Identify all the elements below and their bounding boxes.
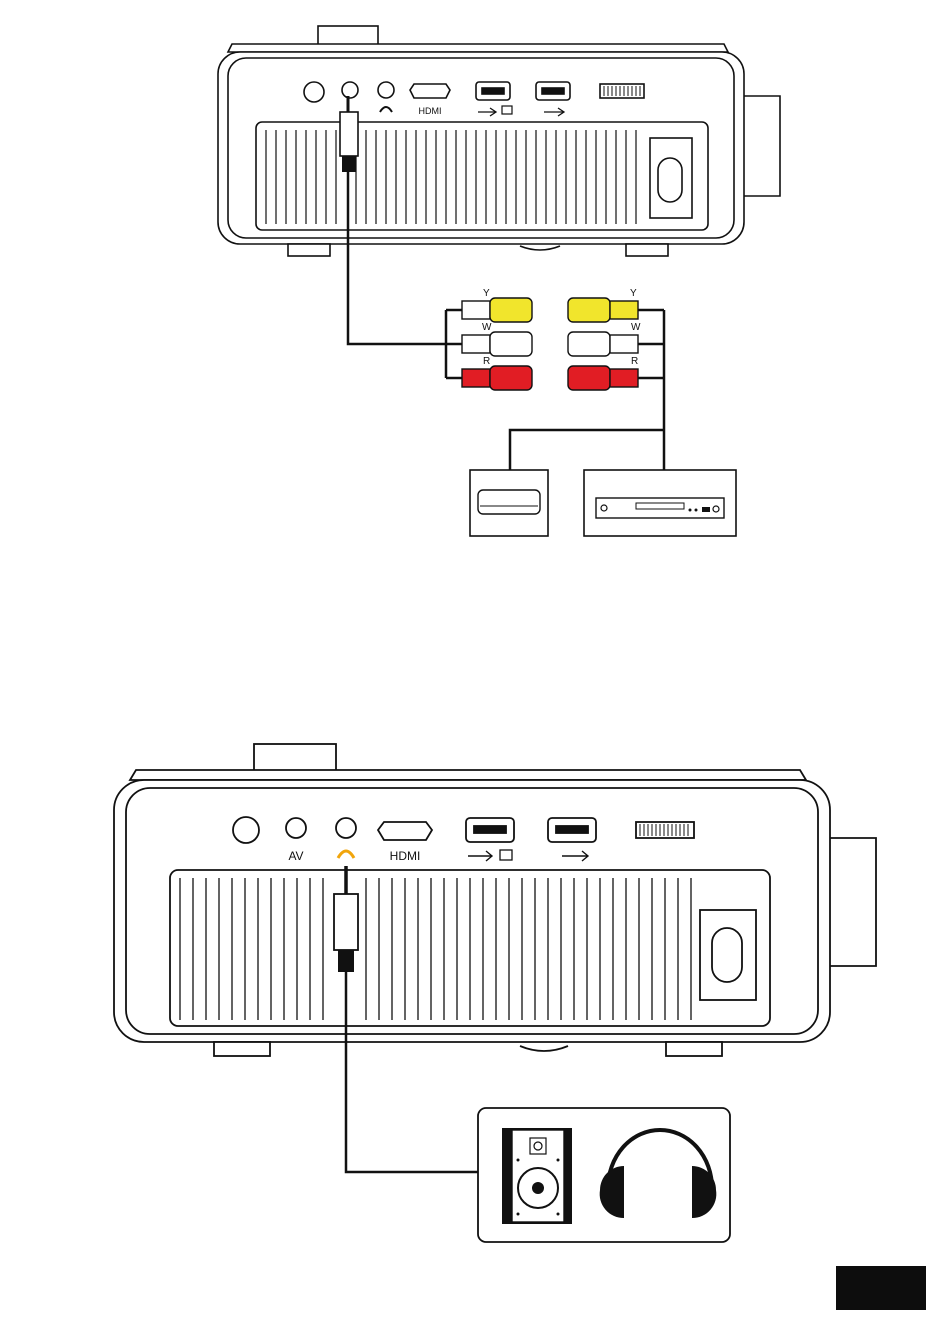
rca-label-left-r: R [483,356,490,367]
rca-plug-red-right [568,366,664,390]
rca-plug-yellow-left [446,298,532,322]
rca-plug-white-right [568,332,664,356]
rca-label-right-y: Y [630,288,637,299]
dvd-player-icon [596,498,724,518]
rca-label-left-w: W [482,322,492,333]
page-tab [836,1266,926,1310]
rca-plug-red-left [446,366,532,390]
projector-rear-bottom [114,744,876,1056]
dvd-player-device [584,470,736,536]
speaker-icon [502,1128,572,1224]
rca-plug-yellow-right [568,298,664,322]
rca-label-right-w: W [631,322,641,333]
tv-box-device [470,470,548,536]
top-hdmi-label: HDMI [419,106,442,116]
bottom-av-label: AV [288,849,303,863]
rca-plug-white-left [446,332,532,356]
audio-device-box [478,1108,730,1242]
rca-label-right-r: R [631,356,638,367]
projector-rear-top [218,26,780,256]
rca-label-left-y: Y [483,288,490,299]
bottom-hdmi-label: HDMI [390,849,421,863]
tv-box-icon [478,490,540,514]
